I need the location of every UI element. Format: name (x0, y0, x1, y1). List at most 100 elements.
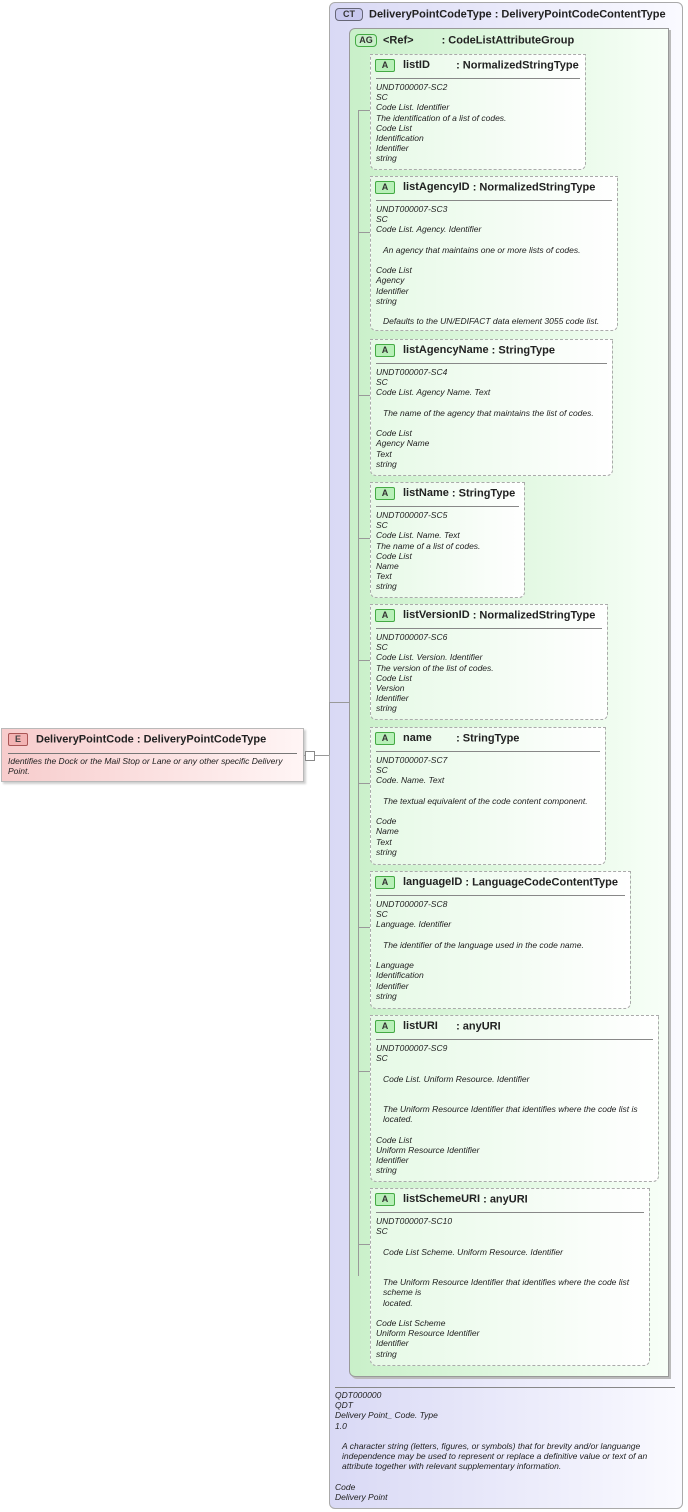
expand-toggle-icon[interactable] (305, 751, 315, 761)
attribute-type: : NormalizedStringType (472, 609, 596, 622)
documentation-line: The name of a list of codes. (376, 540, 481, 551)
documentation-line: The identifier of the language used in t… (383, 939, 584, 950)
attribute-type: : NormalizedStringType (456, 59, 579, 72)
documentation-line: UNDT000007-SC5 (376, 510, 448, 520)
complex-type-badge-icon: CT (335, 8, 363, 21)
documentation-line: SC (376, 214, 388, 225)
attribute-separator (376, 1212, 644, 1213)
footer-line: QDT000000 (335, 1390, 382, 1400)
documentation-line: string (376, 846, 397, 857)
documentation-line: SC (376, 765, 388, 776)
documentation-line: Text (376, 836, 392, 847)
attribute-separator (376, 200, 612, 201)
documentation-line (376, 1236, 645, 1246)
attribute-branch-line (358, 660, 370, 661)
attribute-type: : anyURI (456, 1020, 501, 1033)
documentation-line: Code. Name. Text (376, 775, 445, 786)
documentation-line: UNDT000007-SC10 (376, 1216, 453, 1226)
documentation-line: Text (376, 448, 392, 459)
documentation-line: An agency that maintains one or more lis… (383, 244, 581, 255)
attribute-type: : StringType (491, 344, 556, 357)
attribute-separator (376, 628, 602, 629)
footer-line: Code (335, 1481, 356, 1492)
documentation-line: The Uniform Resource Identifier that ide… (383, 1104, 638, 1125)
attribute-name: listName (403, 487, 449, 500)
attribute-branch-line (358, 538, 370, 539)
documentation-line (376, 235, 613, 245)
documentation-line: Identification (376, 133, 424, 144)
documentation-line: SC (376, 92, 388, 103)
attribute-separator (376, 751, 600, 752)
attribute-group-ref: <Ref> (383, 34, 414, 47)
footer-line: Delivery Point_ Code. Type (335, 1410, 438, 1421)
attribute-badge-icon: A (375, 732, 395, 745)
footer-line: A character string (letters, figures, or… (342, 1441, 648, 1472)
attribute-name: name (403, 732, 432, 745)
documentation-line: The version of the list of codes. (376, 662, 494, 673)
documentation-line: Identifier (376, 1338, 409, 1349)
documentation-line: Language. Identifier (376, 919, 452, 930)
documentation-line: Defaults to the UN/EDIFACT data element … (383, 316, 600, 327)
attribute-branch-line (358, 783, 370, 784)
documentation-line: Agency (376, 275, 405, 286)
documentation-line: string (376, 990, 397, 1001)
documentation-line: string (376, 703, 397, 714)
footer-line: Delivery Point (335, 1492, 388, 1502)
attribute-badge-icon: A (375, 487, 395, 500)
documentation-line: string (376, 1348, 397, 1359)
documentation-line: Identifier (376, 285, 409, 296)
documentation-line: SC (376, 642, 388, 653)
documentation-line (376, 1257, 645, 1267)
documentation-line: located. (383, 1297, 413, 1308)
documentation-line: UNDT000007-SC6 (376, 632, 448, 642)
documentation-line (376, 786, 601, 796)
documentation-line (376, 806, 601, 816)
documentation-line: string (376, 581, 397, 592)
documentation-line: string (376, 458, 397, 469)
tree-branch-line (329, 702, 349, 703)
documentation-line: The Uniform Resource Identifier that ide… (383, 1277, 630, 1298)
documentation-line: string (376, 295, 397, 306)
attribute-name: listID (403, 59, 430, 72)
documentation-line: Code List. Identifier (376, 102, 450, 113)
documentation-line: Code List Scheme (376, 1317, 446, 1328)
documentation-line (376, 306, 613, 316)
documentation-line: string (376, 153, 397, 164)
element-description: Identifies the Dock or the Mail Stop or … (8, 756, 283, 776)
attribute-separator (376, 363, 607, 364)
attribute-name: listAgencyName (403, 344, 489, 357)
documentation-line: Code List. Agency Name. Text (376, 387, 491, 398)
documentation-line: UNDT000007-SC9 (376, 1043, 448, 1053)
documentation-line: Code List (376, 122, 412, 133)
attribute-type: : StringType (451, 487, 516, 500)
documentation-line: Code List (376, 428, 412, 439)
footer-line (335, 1431, 675, 1441)
footer-line: 1.0 (335, 1420, 347, 1431)
documentation-line (376, 1063, 654, 1073)
documentation-line: UNDT000007-SC3 (376, 204, 448, 214)
attribute-name: listSchemeURI (403, 1193, 481, 1206)
attribute-branch-line (358, 1071, 370, 1072)
attribute-badge-icon: A (375, 609, 395, 622)
